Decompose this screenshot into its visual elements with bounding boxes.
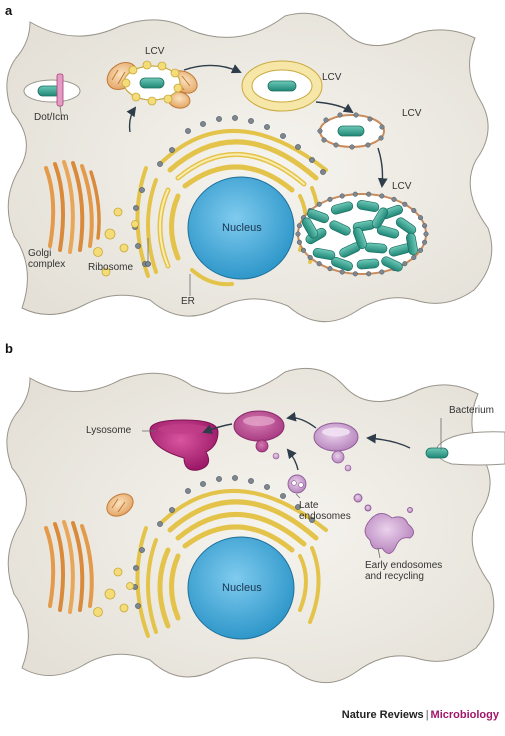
panel-b-letter: b bbox=[5, 341, 13, 356]
lcv-bacterium bbox=[371, 207, 389, 229]
label-early-endosomes: Early endosomes and recycling bbox=[365, 560, 443, 582]
late-endosome-small bbox=[272, 452, 307, 494]
lcv-ribosome bbox=[402, 201, 408, 207]
lcv-ribosome bbox=[339, 269, 345, 275]
lcv-ribosome bbox=[422, 239, 428, 245]
label-lcv-3: LCV bbox=[402, 108, 422, 119]
lcv-ribosome bbox=[417, 247, 424, 253]
journal-credit: Nature Reviews|Microbiology bbox=[342, 709, 499, 721]
label-golgi-complex: Golgi complex bbox=[28, 248, 66, 270]
lcv-4 bbox=[295, 191, 429, 277]
panel-b bbox=[6, 367, 505, 684]
nucleus-b bbox=[187, 536, 295, 640]
lcv-bacterium bbox=[329, 220, 351, 236]
lcv-bacterium bbox=[364, 242, 388, 254]
label-lcv-1: LCV bbox=[145, 46, 165, 57]
lcv-bacterium bbox=[312, 248, 336, 260]
lcv-bacterium bbox=[307, 208, 329, 224]
bacterium-entry-b bbox=[425, 431, 505, 466]
vesicles-a bbox=[93, 207, 139, 277]
lcv-bacterium bbox=[381, 256, 403, 272]
lcv-bacterium bbox=[330, 201, 354, 215]
lysosome bbox=[149, 419, 219, 471]
lcv-2 bbox=[241, 60, 323, 112]
journal-name: Nature Reviews bbox=[341, 709, 424, 721]
label-dot-icm: Dot/Icm bbox=[34, 112, 69, 123]
endosome-lilac bbox=[313, 422, 359, 472]
host-cell-b bbox=[6, 367, 495, 684]
label-nucleus-a: Nucleus bbox=[222, 222, 262, 234]
lcv-ribosome bbox=[423, 231, 429, 237]
endoplasmic-reticulum-b bbox=[135, 488, 328, 638]
label-er: ER bbox=[181, 296, 195, 307]
lcv-ribosome bbox=[417, 215, 424, 221]
lcv-1 bbox=[121, 60, 183, 106]
lcv-ribosome bbox=[316, 261, 322, 267]
lcv-ribosome bbox=[296, 223, 302, 229]
label-lcv-2: LCV bbox=[322, 72, 342, 83]
lcv-bacterium bbox=[356, 200, 380, 212]
label-lcv-4: LCV bbox=[392, 181, 412, 192]
label-lysosome: Lysosome bbox=[86, 425, 132, 436]
lcv-ribosome bbox=[422, 223, 428, 229]
lcv-ribosome bbox=[366, 191, 372, 197]
lcv-ribosome bbox=[316, 201, 322, 207]
lcv-ribosome bbox=[411, 254, 417, 261]
lcv-ribosome bbox=[411, 207, 417, 214]
lcv-ribosome bbox=[307, 254, 313, 261]
nucleus-a bbox=[187, 176, 295, 280]
lcv-ribosome bbox=[327, 266, 333, 272]
lcv-ribosome bbox=[352, 191, 358, 197]
lcv-ribosome bbox=[366, 271, 372, 277]
mitochondria-b bbox=[106, 493, 134, 517]
label-ribosome: Ribosome bbox=[88, 262, 134, 273]
lcv-bacterium bbox=[352, 227, 368, 249]
lcv-ribosome bbox=[327, 196, 333, 202]
lcv-bacterium bbox=[395, 217, 417, 235]
arrows-a bbox=[126, 64, 388, 188]
lcv-ribosome bbox=[339, 193, 345, 199]
late-endosome-mature bbox=[233, 410, 285, 453]
lcv-ribosome bbox=[295, 231, 301, 237]
credit-separator: | bbox=[425, 709, 429, 721]
lcv-ribosome bbox=[391, 196, 397, 202]
lcv-ribosome bbox=[402, 261, 408, 267]
label-late-endosomes: Late endosomes bbox=[299, 500, 351, 522]
golgi-complex-b bbox=[44, 520, 94, 614]
ribosomes-b bbox=[132, 475, 315, 609]
lcv-3 bbox=[317, 112, 385, 150]
leaders-a bbox=[59, 105, 191, 296]
dot-icm-entry bbox=[23, 73, 81, 107]
lcv-bacterium bbox=[331, 256, 353, 272]
lcv-ribosome bbox=[379, 269, 385, 275]
panel-a bbox=[6, 12, 493, 323]
lcv-ribosome bbox=[296, 239, 302, 245]
vesicles-b bbox=[93, 567, 134, 617]
journal-section: Microbiology bbox=[430, 709, 499, 721]
label-bacterium: Bacterium bbox=[449, 405, 495, 416]
panel-a-letter: a bbox=[5, 3, 13, 18]
lcv-ribosome bbox=[300, 247, 307, 253]
er-highlight-a bbox=[159, 153, 305, 267]
lcv-bacterium bbox=[301, 217, 319, 239]
label-nucleus-b: Nucleus bbox=[222, 582, 262, 594]
lcv-bacterium bbox=[356, 258, 380, 270]
lcv-ribosome bbox=[379, 193, 385, 199]
leaders-b bbox=[142, 418, 442, 559]
golgi-complex-a bbox=[44, 160, 101, 254]
early-endosome bbox=[353, 493, 414, 554]
arrows-b bbox=[202, 411, 411, 471]
lcv-bacterium bbox=[406, 232, 418, 256]
ribosomes-a bbox=[132, 115, 326, 267]
lcv-ribosome bbox=[352, 271, 358, 277]
lcv-bacterium bbox=[376, 225, 400, 239]
